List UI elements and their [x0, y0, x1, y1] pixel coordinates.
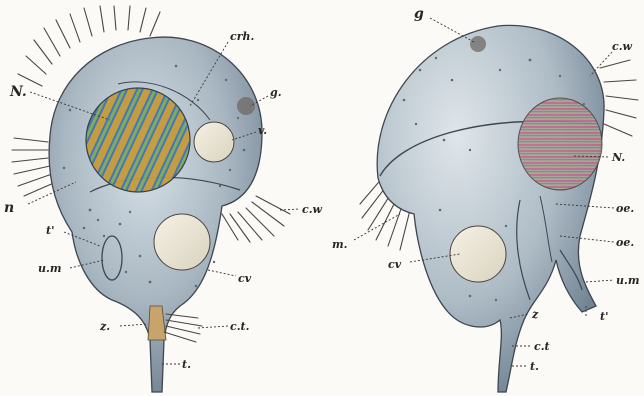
label-oe-2: oe. — [616, 236, 634, 249]
label-g-left: g. — [270, 86, 282, 99]
left-contractile-vacuole — [154, 214, 210, 270]
label-z-right: z — [531, 308, 539, 321]
label-cv-left: cv — [238, 272, 252, 285]
label-ct-right: c.t — [534, 340, 550, 353]
label-g-right: g — [414, 6, 424, 22]
label-t-right: t. — [530, 360, 539, 373]
label-oe-1: oe. — [616, 202, 634, 215]
left-organism — [12, 6, 290, 392]
label-v: v. — [258, 124, 267, 137]
right-granule-g — [470, 36, 486, 52]
label-t-prime-left: t' — [46, 224, 54, 237]
label-um-right: u.m — [616, 274, 639, 287]
label-crh: crh. — [230, 30, 254, 43]
label-t-left: t. — [182, 358, 191, 371]
label-um-left: u.m — [38, 262, 61, 275]
label-cw-left: c.w — [302, 203, 323, 216]
right-macronucleus — [518, 98, 602, 190]
left-macronucleus — [86, 88, 190, 192]
label-m: m. — [332, 238, 348, 251]
right-body — [377, 25, 604, 392]
label-N-right: N. — [611, 151, 625, 164]
right-organism — [360, 25, 638, 392]
label-cv-right: cv — [388, 258, 402, 271]
label-n: n — [4, 200, 14, 216]
label-cw-right: c.w — [612, 40, 633, 53]
label-z-left: z. — [99, 320, 110, 333]
label-N-left: N. — [9, 84, 27, 100]
left-vesicle-v — [194, 122, 234, 162]
label-ct-left: c.t. — [230, 320, 250, 333]
label-t-prime-right: t' — [600, 310, 608, 323]
right-dorsal-cilia — [600, 60, 638, 136]
left-granule-g — [237, 97, 255, 115]
